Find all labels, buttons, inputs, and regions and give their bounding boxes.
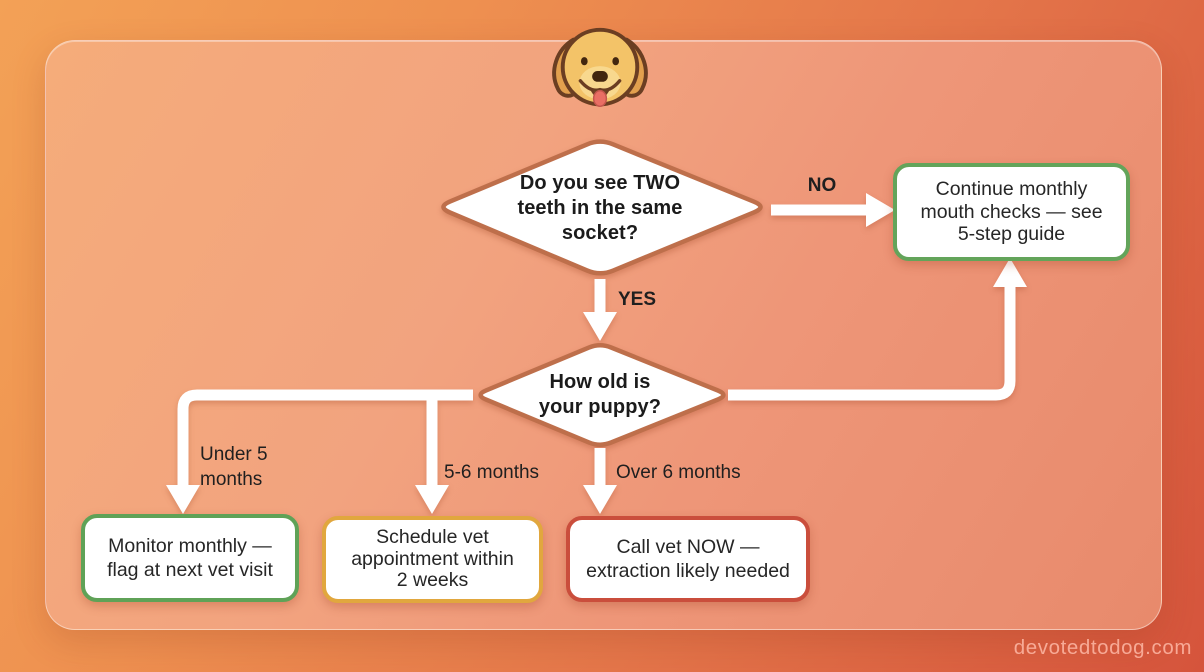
decision-two-teeth-text: Do you see TWO teeth in the same socket? [517, 172, 683, 244]
dog-smile [578, 79, 622, 92]
arrowhead-down-yes [583, 312, 617, 341]
arrowhead-down-5to6 [415, 485, 449, 514]
arrowhead-down-over6 [583, 485, 617, 514]
decision-diamonds [441, 139, 763, 447]
edge-label-no: NO [807, 175, 837, 196]
edge-label-yes: YES [618, 289, 657, 310]
arrow-no-return [728, 287, 1016, 401]
dog-left-eye [580, 57, 588, 66]
arrowhead-down-under5 [166, 485, 200, 514]
diamond-two-teeth [441, 139, 763, 276]
edge-label-under-5-months: Under 5 months [200, 444, 268, 490]
arrowhead-up-return [993, 258, 1027, 287]
dog-right-eye [612, 57, 620, 66]
outcome-schedule-vet: Schedule vet appointment within 2 weeks [322, 516, 543, 603]
outcome-call-vet-now: Call vet NOW — extraction likely needed [566, 516, 810, 602]
dog-icon [552, 27, 648, 108]
flow-arrows [177, 204, 1016, 487]
arrowhead-right [866, 193, 895, 227]
outcome-continue-checks-text: Continue monthly mouth checks — see 5-st… [920, 178, 1103, 246]
outcome-call-vet-now-text: Call vet NOW — extraction likely needed [586, 536, 790, 582]
diamond-puppy-age [478, 343, 726, 447]
decision-puppy-age-text: How old is your puppy? [538, 371, 662, 418]
outcome-monitor-monthly-text: Monitor monthly — flag at next vet visit [107, 535, 273, 581]
flow-arrowheads [166, 193, 1027, 514]
edge-label-over-6-months: Over 6 months [616, 462, 741, 483]
watermark: devotedtodog.com [1013, 636, 1192, 659]
outcome-continue-checks: Continue monthly mouth checks — see 5-st… [893, 163, 1130, 261]
dog-nose [592, 71, 608, 82]
dog-muzzle [579, 66, 621, 100]
dog-tongue [592, 89, 608, 108]
outcome-schedule-vet-text: Schedule vet appointment within 2 weeks [351, 526, 514, 592]
edge-label-5-6-months: 5-6 months [444, 462, 540, 483]
arrow-under5 [177, 389, 473, 487]
outcome-monitor-monthly: Monitor monthly — flag at next vet visit [81, 514, 299, 602]
